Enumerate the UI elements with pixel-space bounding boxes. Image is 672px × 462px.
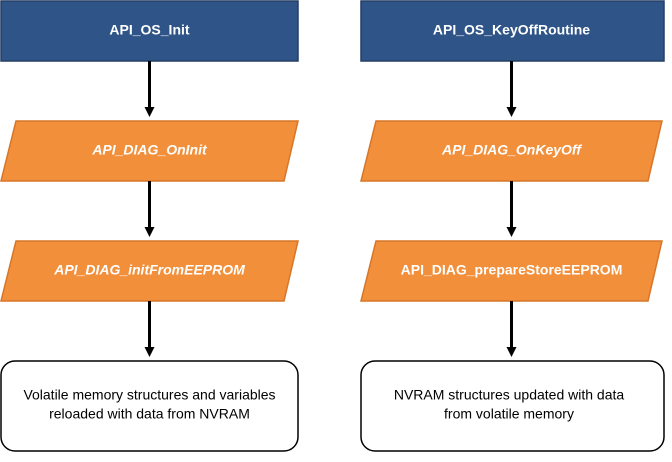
- right-flow: API_OS_KeyOffRoutine API_DIAG_OnKeyOff A…: [360, 0, 665, 452]
- left-flow: API_OS_Init API_DIAG_OnInit API_DIAG_ini…: [0, 0, 299, 452]
- left-process-box: [0, 0, 299, 62]
- left-call-2-node[interactable]: API_DIAG_initFromEEPROM: [0, 240, 299, 302]
- left-result-line-2: reloaded with data from NVRAM: [49, 406, 250, 422]
- right-call-1-node[interactable]: API_DIAG_OnKeyOff: [360, 120, 663, 182]
- right-call-2-label: API_DIAG_prepareStoreEEPROM: [401, 262, 623, 278]
- left-call-2-label: API_DIAG_initFromEEPROM: [53, 262, 245, 278]
- right-process-node[interactable]: API_OS_KeyOffRoutine: [360, 0, 665, 62]
- left-process-node[interactable]: API_OS_Init: [0, 0, 299, 62]
- right-result-line-1: NVRAM structures updated with data: [394, 387, 625, 403]
- left-call-1-shape: [0, 120, 299, 182]
- right-result-box: [360, 360, 665, 452]
- right-call-1-label: API_DIAG_OnKeyOff: [441, 142, 582, 158]
- right-process-label: API_OS_KeyOffRoutine: [433, 22, 590, 38]
- left-call-2-shape: [0, 240, 299, 302]
- right-call-2-shape: [360, 240, 663, 302]
- right-result-node[interactable]: NVRAM structures updated with data from …: [360, 360, 665, 452]
- right-call-1-shape: [360, 120, 663, 182]
- left-call-1-node[interactable]: API_DIAG_OnInit: [0, 120, 299, 182]
- left-result-box: [0, 360, 299, 452]
- right-call-2-node[interactable]: API_DIAG_prepareStoreEEPROM: [360, 240, 663, 302]
- left-call-1-label: API_DIAG_OnInit: [91, 142, 208, 158]
- left-result-line-1: Volatile memory structures and variables: [23, 387, 275, 403]
- left-result-node[interactable]: Volatile memory structures and variables…: [0, 360, 299, 452]
- left-process-label: API_OS_Init: [109, 22, 189, 38]
- right-result-line-2: from volatile memory: [444, 406, 574, 422]
- right-process-box: [360, 0, 665, 62]
